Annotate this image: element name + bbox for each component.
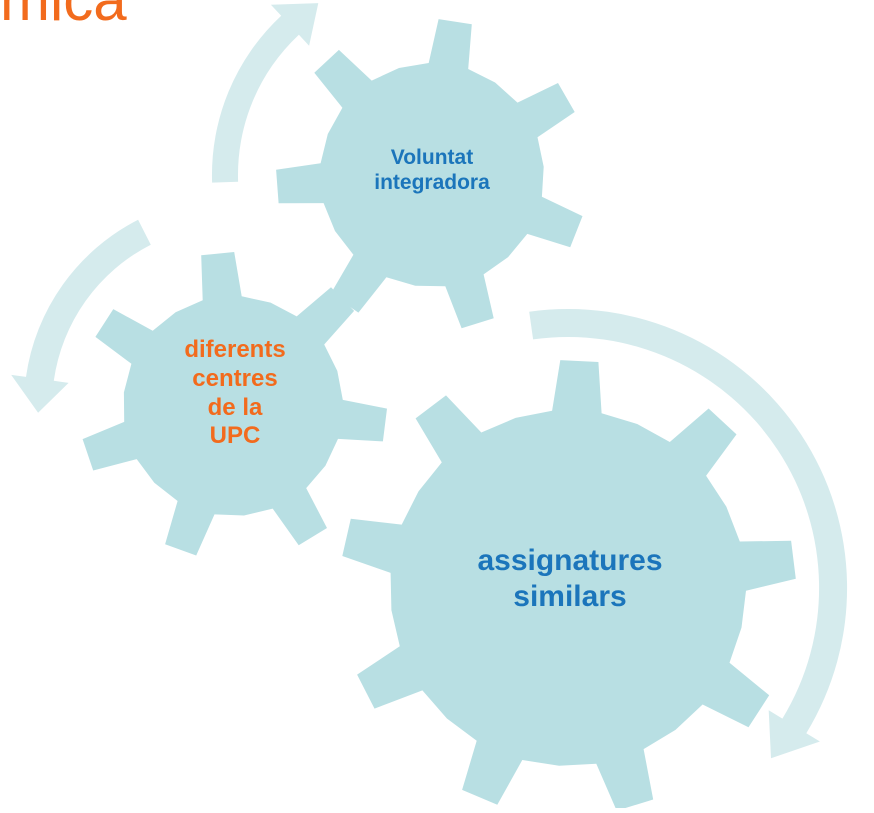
slide-title-fragment: mica — [0, 0, 127, 30]
cycle-arrow-right-icon — [529, 308, 848, 759]
cycle-arrow-left-icon — [11, 219, 151, 413]
gear-label-line: diferents — [184, 336, 286, 363]
gear-label-diferents-centres: diferents centres de la UPC — [140, 336, 330, 451]
gear-voluntat — [276, 19, 583, 329]
gear-assignatures — [342, 360, 796, 811]
gear-label-voluntat-integradora: Voluntat integradora — [332, 145, 532, 195]
gear-label-line: de la — [207, 393, 263, 421]
gears — [82, 19, 796, 811]
gear-label-assignatures-similars: assignatures similars — [420, 543, 720, 615]
gear-label-line: integradora — [374, 171, 490, 195]
gear-label-line: assignatures — [477, 544, 663, 577]
gear-centres — [82, 252, 387, 556]
gear-label-line: UPC — [209, 422, 261, 450]
cycle-arrows — [11, 3, 848, 759]
gear-label-line: similars — [513, 580, 627, 613]
gear-label-line: centres — [192, 364, 278, 392]
cycle-arrow-top-icon — [211, 3, 319, 183]
gear-label-line: Voluntat — [390, 146, 474, 169]
